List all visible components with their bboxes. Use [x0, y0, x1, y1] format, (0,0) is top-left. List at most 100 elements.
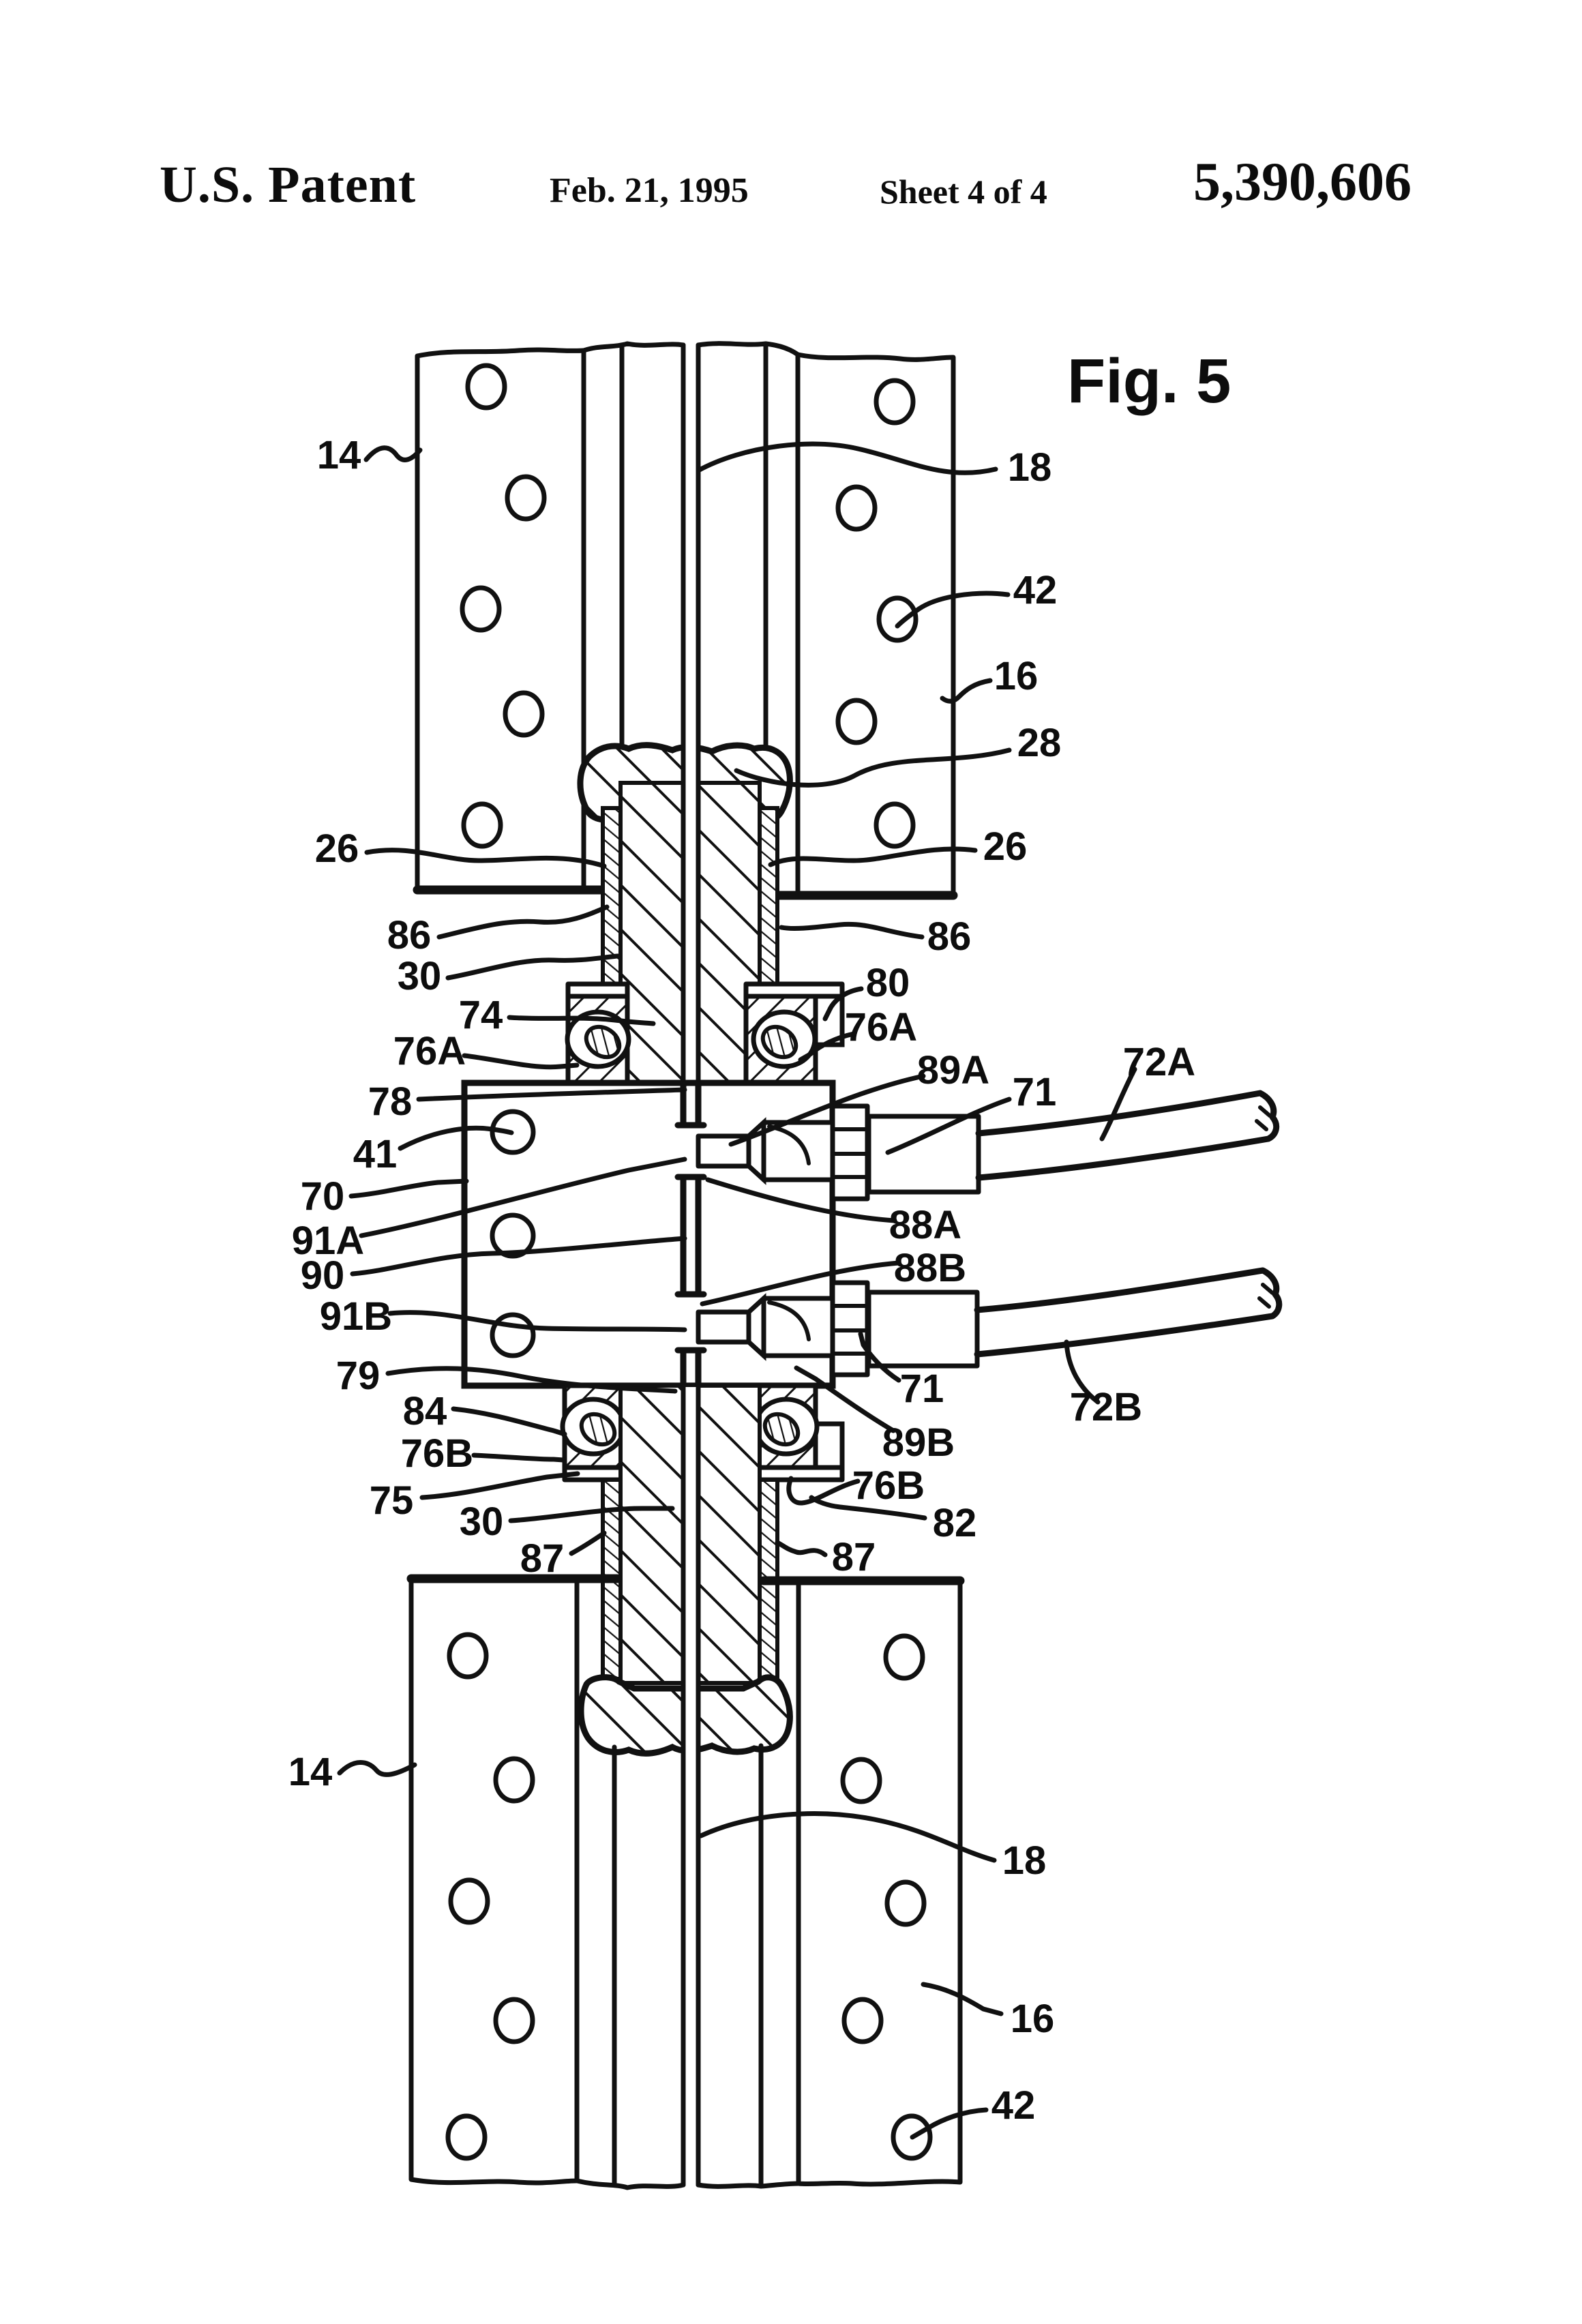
ref-label-41: 41: [353, 1132, 398, 1176]
bolt-hole: [874, 378, 916, 426]
bolt-hole: [841, 1997, 884, 2044]
joint-bolt-upper: [577, 342, 793, 1086]
ref-label-14-top: 14: [317, 433, 361, 477]
ref-label-76a-right: 76A: [845, 1005, 917, 1049]
ref-label-86-right: 86: [927, 914, 972, 959]
bolt-hole: [884, 1879, 927, 1927]
bottom-rail-assembly: [406, 1574, 965, 2190]
ref-label-16-bottom: 16: [1011, 1997, 1055, 2041]
bolt-hole: [493, 1997, 535, 2044]
leader-18-bottom: [698, 1811, 997, 1863]
leader-14-bottom: [337, 1760, 417, 1777]
connector-a-lug-body: [866, 1114, 981, 1195]
cable-b-tip-strands: [1257, 1283, 1274, 1309]
leader-91a: [359, 1157, 687, 1238]
leader-76b-right: [786, 1476, 861, 1506]
leader-75: [419, 1471, 580, 1500]
leader-42-top: [895, 591, 1011, 629]
ref-label-90: 90: [301, 1253, 345, 1298]
oring-lower-right-core: [762, 1412, 801, 1447]
rail-gap-channel-lower-lines: [681, 1384, 701, 2188]
bolt-shank-lower-right: [696, 1384, 762, 1685]
bottom-left-plate: [408, 1576, 580, 2186]
leader-71-bottom: [858, 1331, 901, 1383]
oring-upper-left-core: [584, 1024, 622, 1060]
bolt-hole: [448, 1877, 490, 1925]
leader-71-top: [885, 1097, 1012, 1155]
top-right-plate: [795, 352, 956, 898]
junction-box-hole: [490, 1212, 536, 1259]
leader-87-right: [775, 1540, 828, 1558]
rail-gap-channel-upper: [683, 345, 698, 1083]
top-right-plate-bolt-holes: [835, 378, 919, 849]
ref-label-76b-left: 76B: [401, 1431, 473, 1476]
leader-30-top: [445, 953, 621, 981]
bolt-shank-lower-left: [618, 1384, 685, 1685]
ref-label-42-top: 42: [1013, 568, 1058, 612]
bottom-left-plate-bolt-holes: [445, 1632, 535, 2161]
leader-88a: [705, 1177, 897, 1223]
patent-header-title: U.S. Patent: [160, 156, 417, 213]
connector-b-barrel: [761, 1296, 835, 1358]
leader-79: [385, 1366, 678, 1394]
leader-82: [809, 1495, 927, 1521]
bolt-hole: [460, 585, 502, 633]
ref-label-14-bottom: 14: [288, 1750, 333, 1794]
insulating-sleeve-upper-left: [601, 806, 623, 992]
patent-header-number: 5,390,606: [1193, 152, 1412, 212]
leader-76b-left: [471, 1452, 566, 1463]
leader-70: [348, 1178, 469, 1199]
leader-30-bottom: [508, 1506, 675, 1523]
insulating-sleeve-upper-right: [758, 806, 779, 992]
top-left-plate: [415, 347, 586, 893]
figure-caption: Fig. 5: [1067, 346, 1231, 416]
ref-label-30-top: 30: [398, 954, 442, 998]
connector-a-hexnut-flats: [831, 1127, 869, 1179]
leader-78: [416, 1087, 687, 1102]
ref-label-88a: 88A: [889, 1203, 961, 1247]
rail-gap-channel-lower: [683, 1387, 698, 2185]
leader-86-right: [779, 921, 925, 940]
top-rail-assembly: [413, 341, 958, 900]
leader-26-right: [768, 846, 978, 867]
bolt-hole: [883, 1633, 925, 1681]
leader-91b: [387, 1310, 687, 1332]
bolt-hole: [835, 698, 878, 745]
ref-label-16-top: 16: [994, 654, 1039, 698]
lower-step-bracket-82: [813, 1421, 845, 1470]
leader-42-bottom: [910, 2107, 989, 2140]
bolt-hole: [503, 690, 545, 738]
leader-89a: [728, 1073, 926, 1147]
leader-16-top: [940, 678, 993, 704]
ref-label-89b: 89B: [882, 1420, 955, 1465]
bottom-right-plate: [796, 1578, 963, 2187]
leader-89b: [794, 1365, 896, 1433]
bolt-hole: [493, 1756, 535, 1804]
connector-a-barrel: [761, 1120, 835, 1182]
leader-72b: [1064, 1339, 1101, 1405]
leader-lines: [337, 441, 1137, 2140]
ref-label-76b-right: 76B: [852, 1463, 925, 1508]
leader-88b: [700, 1260, 901, 1307]
leader-26-left: [364, 848, 607, 869]
ref-label-89a: 89A: [917, 1048, 989, 1092]
ref-label-71-bottom: 71: [900, 1367, 944, 1411]
gap-shim-bars: [674, 1081, 707, 1388]
junction-box-hole: [490, 1312, 536, 1358]
leader-76a-left: [462, 1053, 580, 1070]
connector-b-lug-body: [866, 1290, 980, 1369]
cable-connector-b: [696, 1267, 1283, 1377]
ref-label-75: 75: [370, 1478, 414, 1523]
bolt-hole: [876, 595, 919, 643]
leader-87-left: [569, 1530, 607, 1556]
leader-18-top: [696, 441, 998, 475]
cable-a-tip-strands: [1255, 1105, 1272, 1131]
cable-b: [974, 1267, 1283, 1358]
ref-label-72a: 72A: [1123, 1040, 1195, 1084]
reference-numerals: 14 18 42 16 28 26 26 86 86 30 80 74 76A …: [288, 433, 1195, 2128]
leader-80: [822, 986, 864, 1022]
connector-b-barrel-arc: [767, 1300, 811, 1341]
bolt-hole: [505, 474, 547, 522]
bolt-hole: [465, 363, 507, 411]
